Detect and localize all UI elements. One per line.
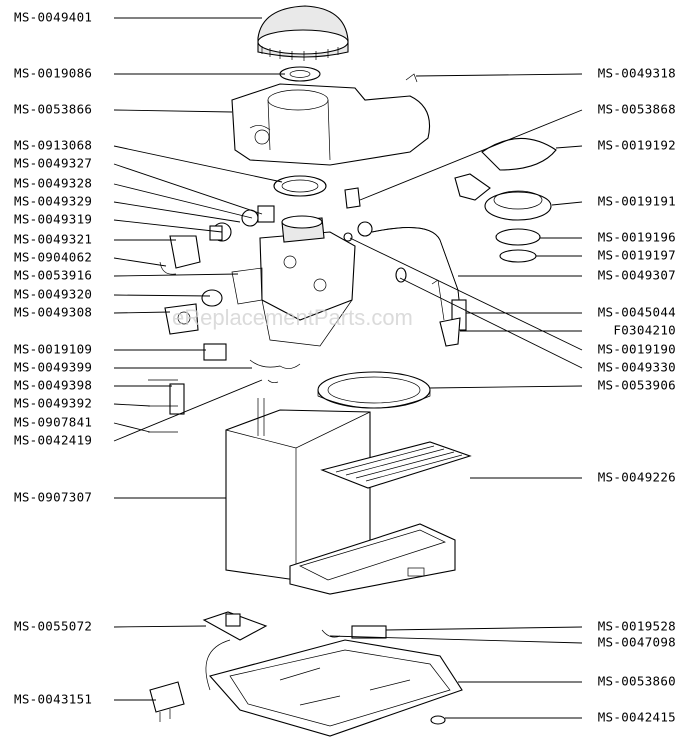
boiler-part (231, 215, 356, 347)
part-number-label: MS-0049327 (14, 156, 92, 171)
leader-line (113, 379, 263, 442)
leader-line (329, 635, 583, 644)
part-number-label: MS-0019197 (598, 248, 676, 263)
part-number-label: MS-0049399 (14, 360, 92, 375)
part-number-label: MS-0053906 (598, 378, 676, 393)
part-number-label: MS-0019190 (598, 342, 676, 357)
leader-line (113, 625, 207, 628)
part-number-label: MS-0907841 (14, 415, 92, 430)
part-number-label: MS-0049319 (14, 212, 92, 227)
part-number-label: MS-0019191 (598, 194, 676, 209)
part-number-label: MS-0055072 (14, 619, 92, 634)
valve-group-part (159, 205, 275, 275)
steam-knob-part (431, 137, 557, 321)
part-number-label: MS-0019109 (14, 342, 92, 357)
ring-part (279, 66, 321, 82)
drip-grid-part (320, 441, 472, 489)
part-number-label: MS-0049308 (14, 305, 92, 320)
drip-tray-part (289, 523, 456, 595)
leader-line (113, 183, 253, 219)
part-number-label: MS-0049392 (14, 396, 92, 411)
leader-line (415, 73, 583, 77)
base-part (149, 625, 463, 737)
leader-line (349, 237, 583, 351)
clip-part (344, 187, 361, 209)
part-number-label: MS-0913068 (14, 138, 92, 153)
wire-clip-part (267, 379, 279, 384)
bracket-part (202, 611, 268, 641)
leader-line (429, 385, 583, 389)
leader-lines (113, 17, 583, 719)
part-number-label: F0304210 (613, 323, 676, 338)
leader-line (113, 403, 151, 407)
part-number-label: MS-0049318 (598, 66, 676, 81)
leader-line (385, 626, 583, 631)
leader-line (551, 201, 583, 206)
part-number-label: MS-0049320 (14, 287, 92, 302)
leader-line (113, 219, 223, 233)
leader-line (113, 163, 263, 215)
part-number-label: MS-0049328 (14, 176, 92, 191)
part-number-label: MS-0042419 (14, 433, 92, 448)
part-number-label: MS-0049329 (14, 194, 92, 209)
screw-part (405, 73, 418, 83)
drip-ring-part (317, 371, 431, 409)
part-number-label: MS-0053866 (14, 102, 92, 117)
leader-line (399, 277, 583, 369)
leader-line (113, 273, 239, 277)
part-number-label: MS-0019196 (598, 230, 676, 245)
part-number-label: MS-0049226 (598, 470, 676, 485)
part-number-label: MS-0019086 (14, 66, 92, 81)
leader-line (113, 145, 283, 183)
part-number-label: MS-0049321 (14, 232, 92, 247)
leader-line (113, 257, 167, 267)
part-number-label: MS-0049307 (598, 268, 676, 283)
part-number-label: MS-0047098 (598, 635, 676, 650)
leader-line (113, 201, 241, 223)
leader-line (113, 311, 171, 314)
top-cap-part (257, 5, 349, 61)
watermark: eReplacementParts.com (172, 305, 413, 330)
gasket-part (273, 175, 327, 197)
part-number-label: MS-0053868 (598, 102, 676, 117)
housing-top-part (231, 83, 431, 166)
part-number-label: MS-0049401 (14, 10, 92, 25)
part-number-label: MS-0907307 (14, 490, 92, 505)
part-number-label: MS-0053916 (14, 268, 92, 283)
part-number-label: MS-0042415 (598, 710, 676, 725)
leader-line (555, 145, 583, 149)
leader-line (113, 294, 211, 297)
thermostat-part (164, 289, 223, 335)
steam-pipe-part (343, 221, 467, 347)
leader-line (113, 109, 233, 113)
wire-part (249, 359, 301, 369)
part-number-label: MS-0045044 (598, 305, 676, 320)
part-labels: MS-0049401MS-0019086MS-0053866MS-0913068… (14, 10, 676, 725)
part-number-label: MS-0049330 (598, 360, 676, 375)
part-number-label: MS-0043151 (14, 692, 92, 707)
part-number-label: MS-0904062 (14, 250, 92, 265)
part-number-label: MS-0019192 (598, 138, 676, 153)
switch-part (148, 343, 227, 433)
part-number-label: MS-0049398 (14, 378, 92, 393)
leader-line (359, 109, 583, 201)
part-number-label: MS-0019528 (598, 619, 676, 634)
leader-line (113, 422, 151, 433)
part-number-label: MS-0053860 (598, 674, 676, 689)
